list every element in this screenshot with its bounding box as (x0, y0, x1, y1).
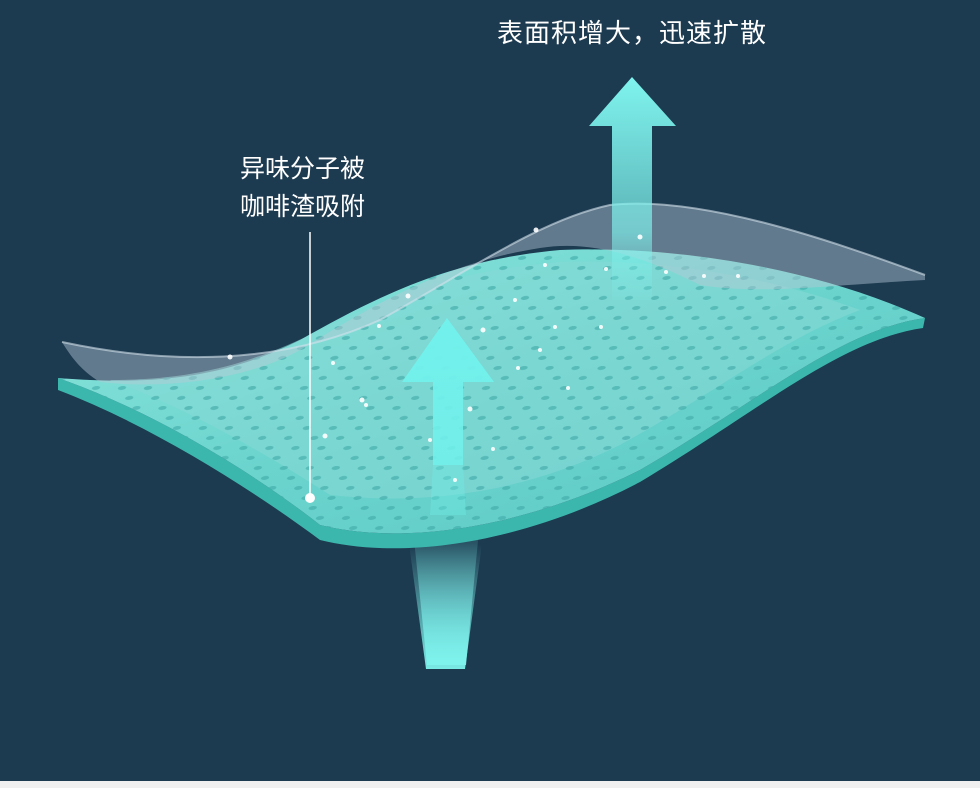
surface-area-label: 表面积增大，迅速扩散 (497, 16, 767, 52)
adsorption-callout: 异味分子被 咖啡渣吸附 (240, 150, 380, 226)
callout-line-1: 异味分子被 (240, 150, 380, 188)
callout-line-2: 咖啡渣吸附 (240, 188, 380, 226)
bottom-divider (0, 781, 980, 788)
callout-dot-icon (305, 493, 315, 503)
